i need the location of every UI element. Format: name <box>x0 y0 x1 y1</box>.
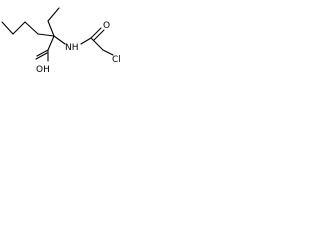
ethyl-bond-1 <box>47 20 55 37</box>
nh-label: NH <box>65 43 79 53</box>
amide-carbonyl-bond-2 <box>93 29 105 41</box>
acid-carbonyl-bond-1 <box>36 49 49 57</box>
carbonyl-oxygen-label: O <box>103 21 110 31</box>
ch2-cl-bond <box>102 49 114 56</box>
butyl-bond-1 <box>37 33 55 37</box>
butyl-bond-4 <box>1 21 14 35</box>
alpha-nh-bond <box>53 35 66 45</box>
amide-carbonyl-bond-1 <box>90 27 102 39</box>
butyl-bond-3 <box>12 21 26 35</box>
ethyl-bond-2 <box>47 7 60 22</box>
chlorine-label: Cl <box>112 55 121 65</box>
acid-carbonyl-bond-2 <box>35 52 48 60</box>
carbonyl-ch2-bond <box>90 37 104 51</box>
acid-bond <box>47 35 55 51</box>
acid-hydroxyl-label: OH <box>36 65 50 75</box>
chemical-structure: NH OH O Cl <box>1 7 121 75</box>
butyl-bond-2 <box>24 21 39 35</box>
nh-carbonyl-bond <box>80 37 92 45</box>
